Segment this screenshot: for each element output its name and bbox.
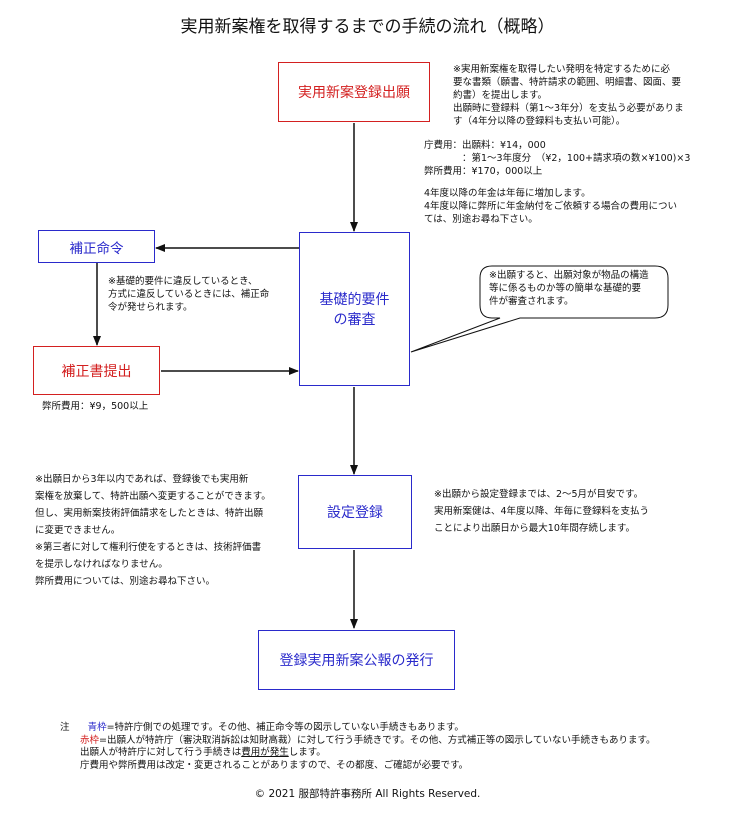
correction-submission-label: 補正書提出 <box>61 363 132 380</box>
fee-note: 庁費用：出願料：¥14，000 ：第1〜3年度分 （¥2，100+請求項の数×¥… <box>424 139 729 178</box>
footer-line3-underlined: 費用が発生 <box>241 747 289 758</box>
copyright: © 2021 服部特許事務所 All Rights Reserved. <box>254 788 481 800</box>
footer-blue-word: 青枠 <box>87 722 107 733</box>
basic-review-label-line1: 基礎的要件 <box>319 292 390 308</box>
footer-line3-pre: 出願人が特許庁に対して行う手続きは <box>80 747 242 758</box>
correction-submission-box: 補正書提出 <box>33 346 160 395</box>
footer-red-text: =出願人が特許庁（審決取消訴訟は知財高裁）に対して行う手続きです。その他、方式補… <box>99 734 656 746</box>
footer-red-word: 赤枠 <box>80 734 100 746</box>
correction-order-label: 補正命令 <box>69 240 124 257</box>
page-title: 実用新案権を取得するまでの手続の流れ（概略） <box>180 17 555 37</box>
fee-line-2: ：第1〜3年度分 （¥2，100+請求項の数×¥100)×3 <box>424 153 691 164</box>
application-note: ※実用新案権を取得したい発明を特定するために必 要な書類（願書、特許請求の範囲、… <box>453 64 684 127</box>
application-box: 実用新案登録出願 <box>278 62 430 122</box>
publication-label: 登録実用新案公報の発行 <box>279 653 434 669</box>
application-label: 実用新案登録出願 <box>298 85 410 101</box>
registration-right-note: ※出願から設定登録までは、2〜5月が目安です。 実用新案健は、4年度以降、年毎に… <box>434 489 650 534</box>
basic-review-box: 基礎的要件 の審査 <box>299 232 410 386</box>
callout-bubble <box>410 265 669 353</box>
registration-left-note: ※出願日から3年以内であれば、登録後でも実用新 案権を放棄して、特許出願へ変更す… <box>35 474 271 587</box>
callout-text: ※出願すると、出願対象が物品の構造 等に係るものか等の簡単な基礎的要 件が審査さ… <box>489 270 649 307</box>
footer-line4: 庁費用や弊所費用は改定・変更されることがありますので、その都度、ご確認が必要です… <box>80 759 469 771</box>
footer-notes: 注 青枠=特許庁側での処理です。その他、補正命令等の図示していない手続きもありま… <box>60 722 656 772</box>
correction-fee-note: 弊所費用：¥9，500以上 <box>42 401 149 412</box>
annual-fee-note: 4年度以降の年金は年毎に増加します。 4年度以降に弊所に年金納付をご依頼する場合… <box>424 188 678 225</box>
footer-blue-text: =特許庁側での処理です。その他、補正命令等の図示していない手続きもあります。 <box>106 722 464 733</box>
fee-line-3: 弊所費用：¥170，000以上 <box>424 166 543 177</box>
fee-line-1: 庁費用：出願料：¥14，000 <box>424 140 546 151</box>
basic-review-label-line2: の審査 <box>333 312 376 328</box>
correction-note: ※基礎的要件に違反しているとき、 方式に違反しているときには、補正命 令が発せら… <box>108 276 270 313</box>
footer-line3-post: します。 <box>288 747 326 758</box>
footer-label: 注 <box>60 722 70 733</box>
registration-box: 設定登録 <box>298 475 412 549</box>
correction-order-box: 補正命令 <box>38 230 155 263</box>
registration-label: 設定登録 <box>327 505 383 521</box>
publication-box: 登録実用新案公報の発行 <box>258 630 455 690</box>
